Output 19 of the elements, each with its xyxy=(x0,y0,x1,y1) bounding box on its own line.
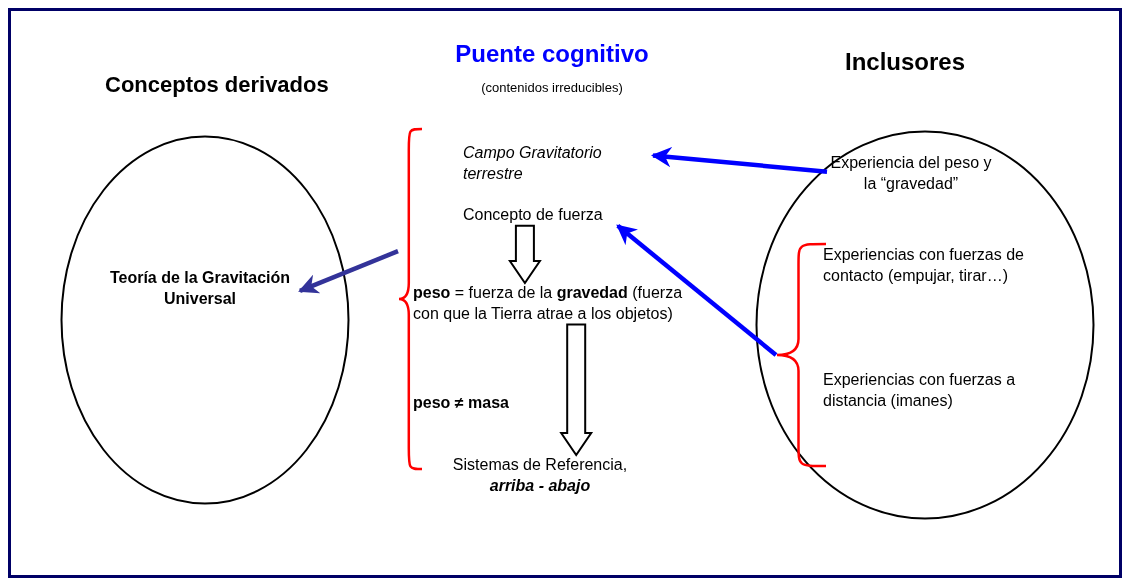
arrow xyxy=(616,224,778,357)
concept-text: Experiencias con fuerzas de contacto (empujar, tirar…) xyxy=(823,245,1033,287)
concept-text: Concepto de fuerza xyxy=(463,205,635,226)
subtitle-note: (contenidos irreducibles) xyxy=(480,80,624,95)
concept-text: arriba - abajo xyxy=(488,475,592,496)
concept-text: Experiencias con fuerzas a distancia (imanes) xyxy=(823,370,1033,412)
concept-text: Teoría de la Gravitación Universal xyxy=(100,268,300,310)
arrow xyxy=(651,147,828,174)
concept-text: peso = fuerza de la gravedad (fuerza con que la Tierra atrae a los objetos) xyxy=(413,283,685,325)
title: Puente cognitivo xyxy=(454,40,650,68)
block-arrow xyxy=(559,323,594,457)
block-arrow xyxy=(508,224,542,285)
concept-text: peso ≠ masa xyxy=(413,393,531,414)
arrow xyxy=(298,249,399,294)
concept-text: Experiencia del peso y la “gravedad” xyxy=(827,153,995,195)
concept-text: Sistemas de Referencia, xyxy=(451,455,629,475)
ellipse-heading: Conceptos derivados xyxy=(105,72,329,98)
ellipse-heading: Inclusores xyxy=(845,48,966,76)
concept-text: Campo Gravitatorio terrestre xyxy=(463,143,653,185)
